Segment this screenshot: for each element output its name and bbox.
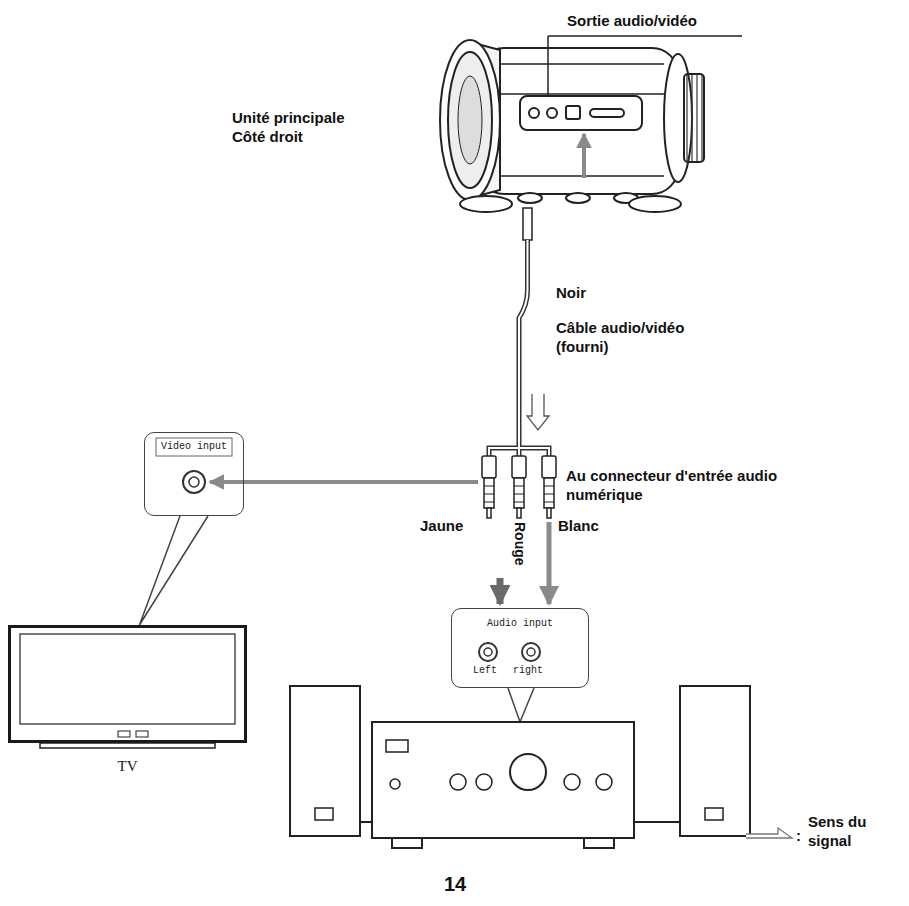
legend-text: Sens du signal — [808, 812, 888, 850]
camcorder — [440, 40, 704, 212]
av-cable — [489, 240, 549, 456]
rca-plugs — [512, 456, 526, 478]
port-name: Sortie audio/vidéo — [567, 11, 697, 30]
tv-set — [20, 634, 235, 724]
jack-label: Video input — [145, 441, 243, 452]
callout-line — [548, 35, 742, 37]
av-cable — [489, 208, 549, 456]
device-label: TV — [11, 758, 244, 775]
camcorder — [566, 106, 580, 119]
legend-separator: : — [796, 826, 801, 845]
stereo-amplifier — [315, 808, 333, 820]
camcorder — [547, 108, 557, 118]
camcorder — [629, 196, 681, 212]
stereo-amplifier — [360, 821, 372, 823]
tv-set — [118, 731, 130, 737]
audio-jack — [484, 648, 492, 656]
stereo-amplifier — [705, 808, 723, 820]
stereo-amplifier — [584, 838, 614, 848]
rca-plugs — [547, 508, 551, 518]
stereo-amplifier — [680, 686, 750, 836]
signal-direction-arrow — [527, 394, 549, 430]
wire-color: Noir — [556, 283, 586, 302]
av-cable — [523, 208, 532, 240]
stereo-amplifier — [596, 774, 612, 790]
camcorder — [520, 96, 642, 130]
stereo-amplifier — [372, 722, 634, 838]
rca-plugs — [514, 478, 524, 508]
stereo-amplifier — [564, 774, 580, 790]
rca-plugs — [517, 508, 521, 518]
audio-input-panel: Audio inputLeft right — [451, 608, 589, 688]
callout-line — [547, 36, 549, 96]
av-cable — [489, 240, 549, 456]
camcorder — [518, 193, 542, 203]
video-signal-arrow — [210, 480, 478, 484]
stereo-amplifier — [392, 838, 422, 848]
pointer-arrow — [582, 134, 586, 178]
stereo-amplifier — [510, 754, 546, 790]
camcorder — [590, 109, 624, 117]
camcorder — [529, 108, 539, 118]
jack-label: Audio input — [452, 618, 588, 629]
callout-pointer — [508, 688, 534, 722]
stereo-amplifier — [450, 774, 466, 790]
tv-set — [20, 634, 235, 748]
camcorder — [500, 93, 676, 95]
rca-plugs — [484, 486, 554, 502]
camcorder — [440, 40, 500, 200]
video-input-panel: Video input — [144, 432, 244, 516]
connector-note: Au connecteur d'entrée audio numérique — [566, 466, 806, 504]
camcorder — [458, 76, 482, 164]
wire-color: Jaune — [420, 516, 463, 535]
wire-color: Blanc — [558, 516, 599, 535]
wire-color: Rouge — [510, 522, 529, 566]
rca-plugs — [484, 478, 494, 508]
stereo-amplifier — [476, 774, 492, 790]
audio-left-arrow — [497, 578, 504, 604]
page-number: 14 — [430, 872, 480, 896]
rca-plugs — [487, 508, 491, 518]
stereo-amplifier — [386, 740, 408, 752]
audio-jack — [479, 643, 497, 661]
stereo-amplifier — [290, 686, 750, 848]
stereo-amplifier — [634, 821, 680, 823]
video-jack — [183, 471, 205, 493]
camcorder — [460, 196, 512, 212]
audio-jack — [527, 648, 535, 656]
rca-plugs — [482, 456, 496, 478]
stereo-amplifier — [390, 779, 400, 789]
camcorder — [500, 63, 664, 65]
cable-name: Câble audio/vidéo (fourni) — [556, 318, 716, 356]
video-jack — [189, 477, 199, 487]
stereo-amplifier — [290, 686, 360, 836]
camcorder — [448, 52, 492, 188]
rca-plugs — [542, 456, 556, 478]
unit-name: Unité principale Côté droit — [232, 108, 372, 146]
camcorder — [566, 193, 590, 203]
audio-jack — [522, 643, 540, 661]
rca-plugs — [482, 456, 556, 518]
camcorder — [684, 74, 704, 162]
tv-set — [136, 731, 148, 737]
channel-label: right — [513, 665, 543, 676]
tv-set — [40, 743, 215, 748]
tv-set: TV — [8, 625, 247, 743]
channel-label: Left — [471, 665, 499, 676]
legend-signal-arrow — [746, 828, 792, 838]
callout-pointer — [139, 516, 208, 625]
rca-plugs — [544, 478, 554, 508]
camcorder — [478, 48, 678, 194]
audio-right-arrow — [547, 522, 552, 604]
